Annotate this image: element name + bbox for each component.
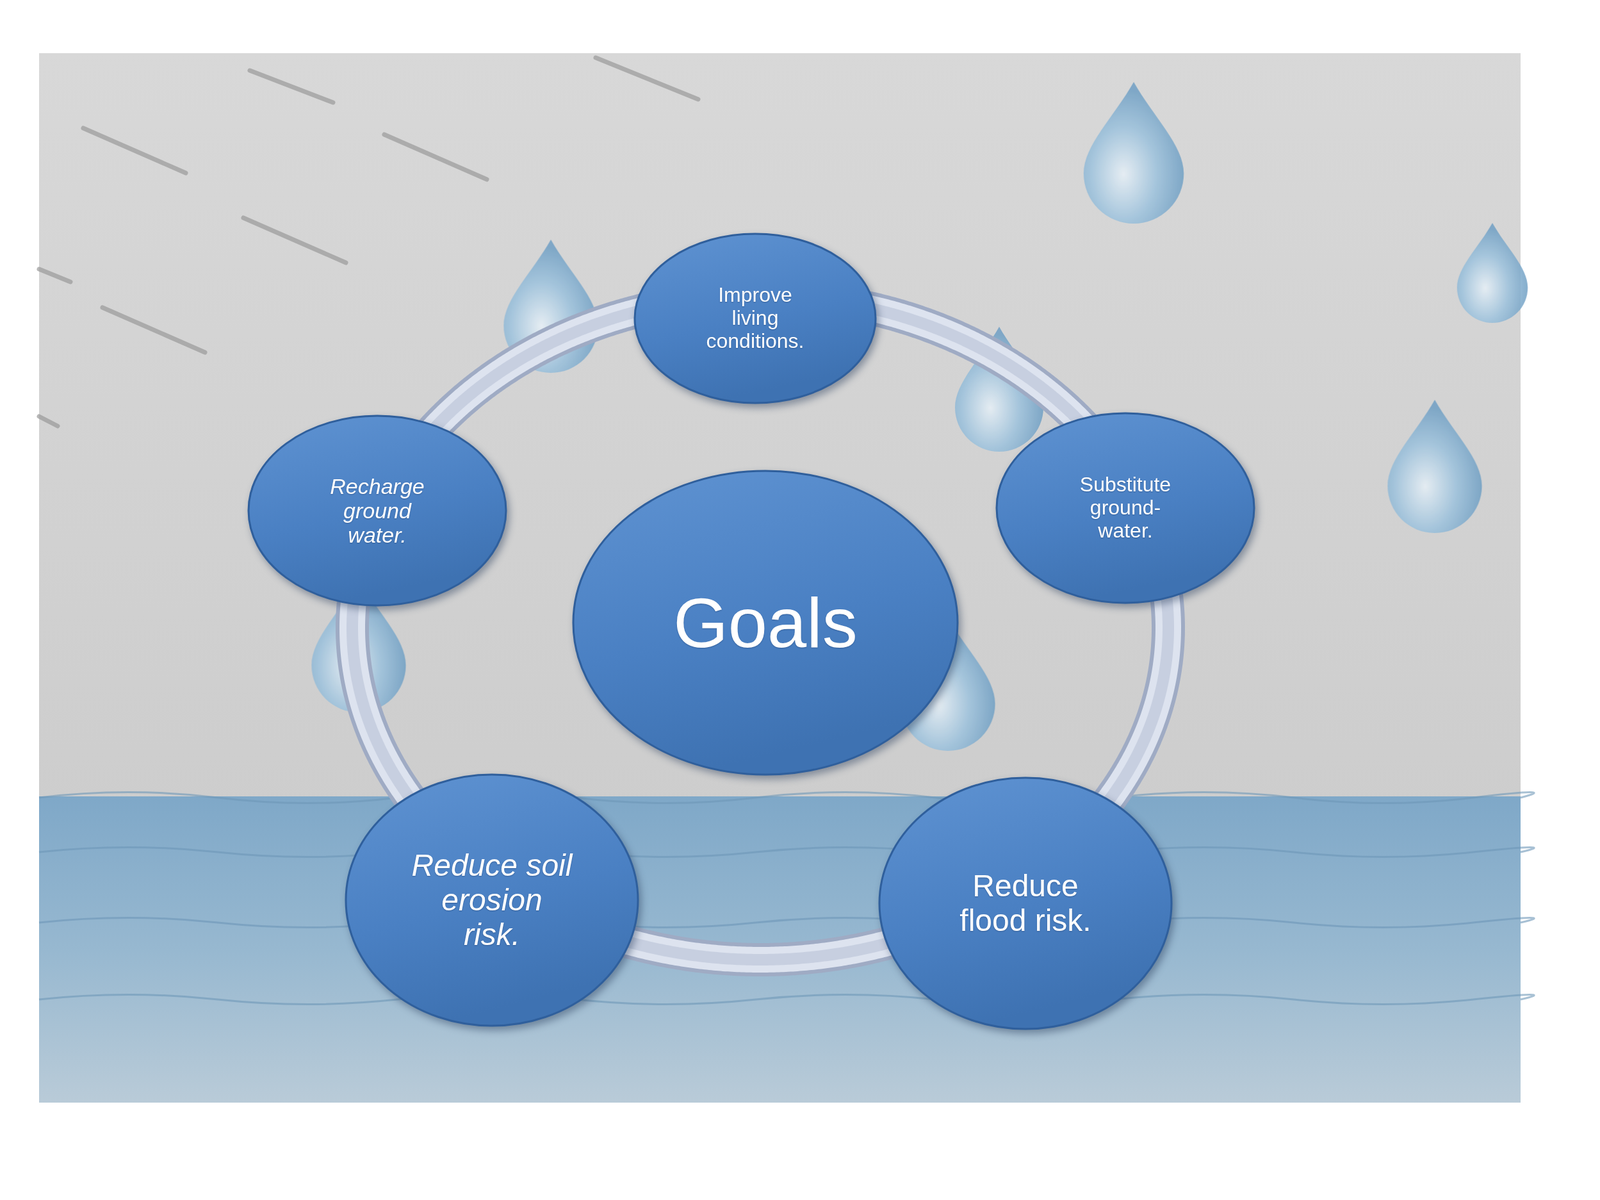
goal-circle: Goals: [571, 468, 960, 777]
rain-streaks: [39, 57, 699, 426]
ring-segment: [1101, 589, 1169, 810]
ring-band-shade: [865, 307, 1085, 426]
goal-text: Reduce soil erosion risk.: [410, 848, 574, 952]
ring-band-edge: [865, 307, 1085, 426]
goal-item-circle: Reduce flood risk.: [877, 775, 1174, 1031]
ring-band-edge: [1101, 589, 1169, 810]
ring-segment: [617, 938, 899, 960]
goal-item-circle: Recharge ground water.: [246, 413, 508, 608]
ring-band-edge: [352, 596, 416, 806]
goal-item-circle: Improve living conditions.: [632, 231, 878, 405]
goal-text: Improve living conditions.: [700, 283, 810, 353]
ring-band-shade: [1101, 589, 1169, 810]
ring-band-shade: [352, 596, 416, 806]
ring-band-edge: [430, 309, 645, 433]
ring-segment: [352, 596, 416, 806]
panel-ground: [39, 53, 1521, 1103]
ring-band-shade: [430, 309, 645, 433]
water-waves: [39, 792, 1535, 1005]
goal-text: Recharge ground water.: [321, 473, 434, 547]
ring-band-edge: [617, 938, 899, 960]
ring-band: [617, 938, 899, 960]
water: [39, 796, 1521, 1103]
ring-band: [352, 596, 416, 806]
goal-text: Reduce flood risk.: [945, 868, 1106, 938]
ring-band: [865, 307, 1085, 426]
goal-item-circle: Substitute ground- water.: [994, 411, 1257, 605]
center-title: Goals: [673, 582, 858, 662]
ring-segment: [430, 309, 645, 433]
ring-band: [430, 309, 645, 433]
goal-item-circle: Reduce soil erosion risk.: [343, 772, 640, 1028]
ring-band: [1101, 589, 1169, 810]
ring-segment: [865, 307, 1085, 426]
ring-band-shade: [617, 938, 899, 960]
goal-text: Substitute ground- water.: [1072, 473, 1179, 542]
